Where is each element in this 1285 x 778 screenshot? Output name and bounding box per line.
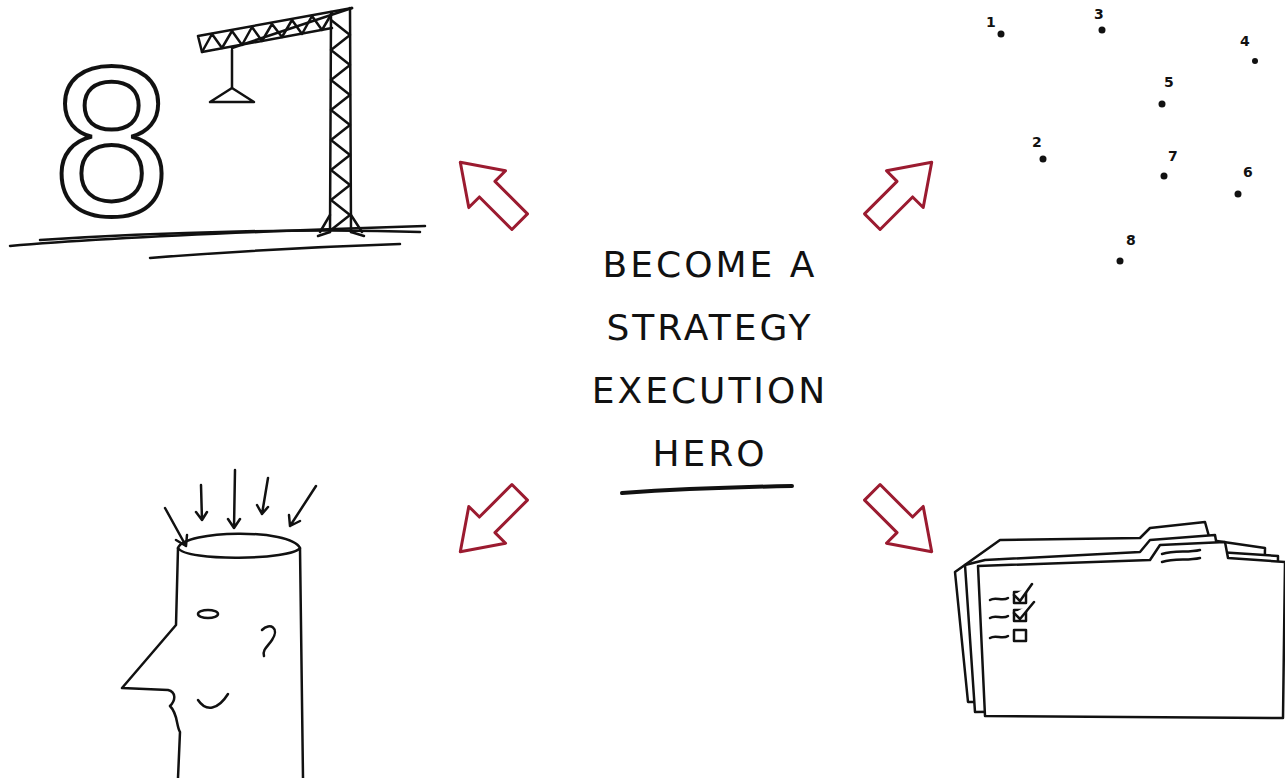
dot-number: 7 <box>1168 148 1178 164</box>
hollow-arrow <box>442 474 538 570</box>
crane-tie <box>232 8 352 48</box>
dot-points <box>998 27 1259 265</box>
crane-base <box>318 215 364 236</box>
input-arrow <box>289 486 316 526</box>
crane-hook <box>210 88 254 102</box>
dot-point <box>998 31 1005 38</box>
dot-point <box>1235 191 1242 198</box>
dot-number: 4 <box>1240 33 1250 49</box>
head-symbol <box>122 534 303 778</box>
dot-point <box>1040 156 1047 163</box>
crane-symbol <box>198 8 364 236</box>
dot-number: 6 <box>1243 164 1253 180</box>
head-ear <box>262 626 275 656</box>
input-arrows <box>165 470 316 546</box>
crane-lattice <box>331 20 350 230</box>
hollow-arrow <box>442 144 538 240</box>
head-eye <box>198 610 218 618</box>
dot-point <box>1252 58 1258 64</box>
folder-tab-lines <box>1162 550 1200 562</box>
title-text: BECOME A STRATEGY EXECUTION HERO <box>550 233 870 485</box>
crane-cable <box>231 50 234 88</box>
crane-jib <box>198 8 352 52</box>
head-back <box>300 548 303 778</box>
dot-point <box>1099 27 1106 34</box>
dot-number: 2 <box>1032 134 1042 150</box>
dot-number: 3 <box>1094 6 1104 22</box>
ground-line <box>150 244 400 258</box>
dot-number: 8 <box>1126 232 1136 248</box>
outlined-numeral: 8 <box>48 45 175 245</box>
hollow-arrow <box>854 474 950 570</box>
input-arrow <box>257 478 268 514</box>
title-underline <box>622 486 792 493</box>
head-top <box>178 534 300 558</box>
hollow-arrows <box>442 144 950 570</box>
head-mouth <box>198 694 228 708</box>
checkmark <box>1014 584 1034 619</box>
hollow-arrow <box>854 144 950 240</box>
checklist-lines <box>990 598 1008 638</box>
dot-point <box>1159 101 1166 108</box>
crane-jib-lattice <box>202 13 332 52</box>
checkbox <box>1014 630 1026 641</box>
folder-front <box>978 542 1285 718</box>
dot-point <box>1161 173 1168 180</box>
dot-number: 5 <box>1164 74 1174 90</box>
crane-mast <box>330 8 351 232</box>
input-arrow <box>196 485 207 520</box>
head-profile <box>122 548 180 778</box>
folder-symbol <box>955 522 1285 718</box>
input-arrow <box>228 470 240 528</box>
dot-point <box>1117 258 1124 265</box>
dot-number: 1 <box>986 14 996 30</box>
input-arrow <box>165 508 187 546</box>
